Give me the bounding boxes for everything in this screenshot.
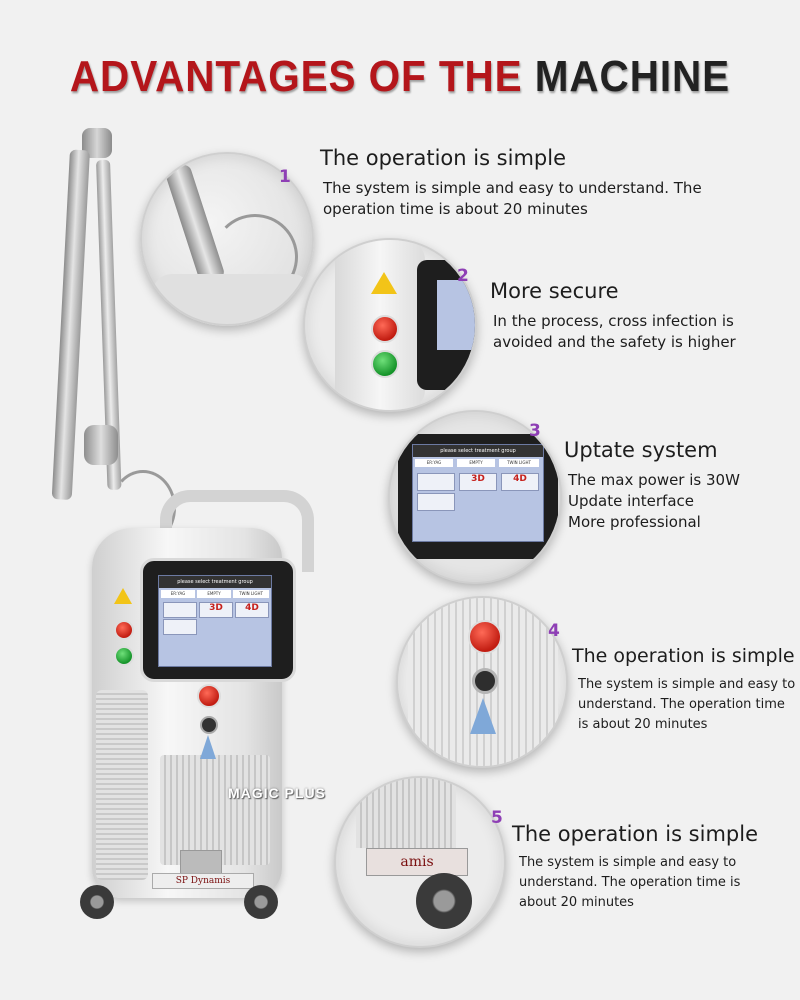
headline-part-red: ADVANTAGES OF THE <box>69 52 523 101</box>
screen-tab: TWIN LIGHT <box>233 590 269 598</box>
brand-watermark: MAGIC PLUS <box>228 785 326 801</box>
feature-number-1: 1 <box>279 167 291 187</box>
side-vent <box>96 690 148 880</box>
feature-desc-2: In the process, cross infection is avoid… <box>493 312 736 351</box>
laser-warning-icon <box>371 272 397 294</box>
closeup-circle-1 <box>140 152 314 326</box>
wheel-icon <box>244 885 278 919</box>
closeup-grille <box>356 778 456 848</box>
key-switch-icon <box>200 716 218 734</box>
feature-desc-4: The system is simple and easy to underst… <box>578 677 796 732</box>
screen-header: please select treatment group <box>413 445 543 457</box>
key-tag-icon <box>470 698 496 734</box>
emergency-button-icon <box>197 684 221 708</box>
screen-tab: EMPTY <box>197 590 231 598</box>
green-button-icon <box>114 646 134 666</box>
feature-title-1: The operation is simple <box>320 146 567 170</box>
feature-number-2: 2 <box>457 266 469 286</box>
closeup-screen-edge <box>417 260 475 390</box>
model-plate: SP Dynamis <box>152 873 254 889</box>
closeup-body <box>152 274 312 324</box>
page-headline: ADVANTAGES OF THE MACHINE <box>32 52 768 102</box>
screen-tab: TWIN LIGHT <box>499 459 539 467</box>
closeup-circle-3: please select treatment group ER:YAG EMP… <box>388 410 562 584</box>
wheel-icon <box>416 873 472 929</box>
screen-cell: 4D <box>235 602 269 618</box>
screen-cell: 3D <box>459 473 497 491</box>
key-tag-icon <box>200 735 216 759</box>
headline-part-dark: MACHINE <box>534 52 731 101</box>
feature-number-3: 3 <box>529 421 541 441</box>
screen-header: please select treatment group <box>159 576 271 588</box>
feature-title-5: The operation is simple <box>512 822 759 846</box>
red-button-icon <box>114 620 134 640</box>
screen-cell <box>417 493 455 511</box>
closeup-circle-5: amis <box>334 776 506 948</box>
screen-cell <box>163 619 197 635</box>
model-plate-text: SP Dynamis <box>175 876 231 886</box>
feature-number-4: 4 <box>548 621 560 641</box>
wheel-icon <box>80 885 114 919</box>
emergency-button-icon <box>468 620 502 654</box>
laser-warning-icon <box>114 588 132 604</box>
feature-desc-5: The system is simple and easy to underst… <box>519 855 741 910</box>
red-button-icon <box>371 315 399 343</box>
closeup-screen: please select treatment group ER:YAG EMP… <box>412 444 544 542</box>
screen-cell <box>163 602 197 618</box>
green-button-icon <box>371 350 399 378</box>
closeup-plate: amis <box>366 848 468 876</box>
closeup-plate-text: amis <box>400 854 434 870</box>
front-grille <box>160 755 270 865</box>
machine-screen: please select treatment group ER:YAG EMP… <box>158 575 272 667</box>
feature-title-2: More secure <box>490 279 619 303</box>
closeup-screen-fill <box>437 280 475 350</box>
screen-tab: EMPTY <box>457 459 495 467</box>
screen-tab: ER:YAG <box>415 459 453 467</box>
screen-cell <box>417 473 455 491</box>
key-switch-icon <box>472 668 498 694</box>
feature-desc-1: The system is simple and easy to underst… <box>323 179 702 218</box>
screen-cell: 3D <box>199 602 233 618</box>
closeup-circle-4 <box>396 596 568 768</box>
feature-title-3: Uptate system <box>564 438 718 462</box>
screen-tab: ER:YAG <box>161 590 195 598</box>
screen-cell: 4D <box>501 473 539 491</box>
feature-number-5: 5 <box>491 808 503 828</box>
feature-title-4: The operation is simple <box>572 645 795 667</box>
closeup-circle-2 <box>303 238 477 412</box>
arm-joint <box>84 425 118 465</box>
feature-desc-3: The max power is 30W Update interface Mo… <box>568 471 740 531</box>
